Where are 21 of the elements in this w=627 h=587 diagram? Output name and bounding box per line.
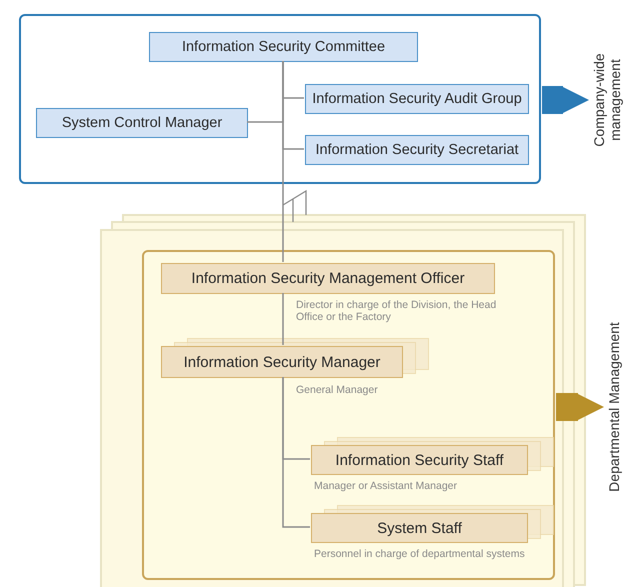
side-label: Company-wide management xyxy=(591,39,627,161)
role-description: Manager or Assistant Manager xyxy=(314,480,458,492)
role-box: Information Security Management Officer xyxy=(161,263,495,294)
role-box: Information Security Staff xyxy=(311,445,528,475)
role-box: Information Security Secretariat xyxy=(305,135,529,165)
connector-line xyxy=(282,293,284,345)
connector-line xyxy=(282,61,284,262)
department-frame xyxy=(142,250,555,580)
role-box: System Control Manager xyxy=(36,108,248,138)
block-arrow xyxy=(542,86,589,114)
role-box: Information Security Committee xyxy=(149,32,418,62)
side-label: Departmental Management xyxy=(606,312,624,502)
connector-line xyxy=(282,377,310,528)
role-description: Personnel in charge of departmental systems xyxy=(314,548,526,560)
role-box: System Staff xyxy=(311,513,528,543)
block-arrow xyxy=(556,393,604,421)
role-description: General Manager xyxy=(296,384,379,396)
role-box: Information Security Audit Group xyxy=(305,84,529,114)
role-box: Information Security Manager xyxy=(161,346,403,378)
role-description: Director in charge of the Division, the Head Office or the Factory xyxy=(296,299,498,323)
group-frame xyxy=(19,14,541,184)
